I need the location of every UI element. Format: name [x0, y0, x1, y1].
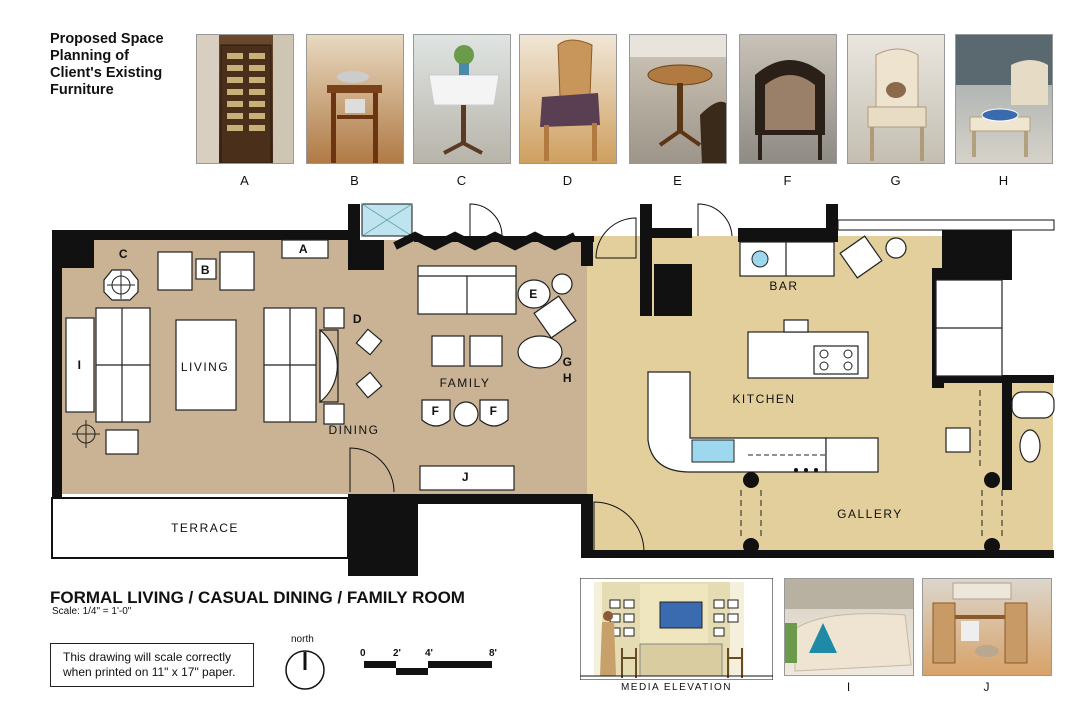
room-label-bar: BAR — [769, 279, 799, 293]
print-note-line-2: when printed on 11" x 17" paper. — [63, 665, 236, 679]
photo-f — [739, 34, 837, 164]
photo-j — [922, 578, 1052, 676]
photo-i — [784, 578, 914, 676]
family-furniture — [417, 265, 577, 491]
media-elevation-label: MEDIA ELEVATION — [620, 682, 733, 693]
photo-label-a: A — [240, 173, 250, 188]
photo-c — [413, 34, 511, 164]
coffee-table — [175, 319, 237, 411]
photo-a — [196, 34, 294, 164]
drawing-title: FORMAL LIVING / CASUAL DINING / FAMILY R… — [50, 588, 465, 607]
room-label-family: FAMILY — [439, 376, 491, 390]
north-label: north — [291, 634, 314, 645]
photo-label-b: B — [350, 173, 360, 188]
room-label-gallery: GALLERY — [837, 507, 903, 521]
tag-f-left: F — [431, 404, 441, 418]
room-label-living: LIVING — [180, 360, 230, 374]
photo-label-c: C — [456, 173, 468, 188]
media-elevation-drawing — [580, 578, 773, 680]
heading-line-2: Planning of — [50, 48, 129, 64]
tag-h: H — [562, 371, 574, 385]
heading-line-3: Client's Existing — [50, 65, 163, 81]
room-label-kitchen: KITCHEN — [732, 392, 796, 406]
photo-g — [847, 34, 945, 164]
photo-b — [306, 34, 404, 164]
photo-label-h: H — [998, 173, 1010, 188]
scale-tick-0: 0 — [360, 648, 366, 659]
tag-b: B — [200, 263, 212, 277]
tag-c: C — [118, 247, 130, 261]
drawing-scale: Scale: 1/4" = 1'-0" — [52, 606, 132, 617]
terrace-outline — [51, 497, 349, 559]
tag-d: D — [352, 312, 364, 326]
tag-i: I — [77, 358, 83, 372]
heading-line-4: Furniture — [50, 82, 114, 98]
scale-tick-4: 4' — [425, 648, 433, 659]
print-note: This drawing will scale correctly when p… — [50, 643, 254, 687]
photo-label-f: F — [783, 173, 793, 188]
photo-d — [519, 34, 617, 164]
scale-tick-8: 8' — [489, 648, 497, 659]
north-arrow-icon — [285, 650, 325, 690]
tag-a: A — [298, 242, 310, 256]
tag-g: G — [562, 355, 574, 369]
tag-j: J — [461, 470, 471, 484]
scale-bar — [364, 661, 492, 675]
scale-tick-2: 2' — [393, 648, 401, 659]
room-label-terrace: TERRACE — [171, 521, 239, 535]
print-note-line-1: This drawing will scale correctly — [63, 650, 232, 664]
room-label-dining: DINING — [328, 423, 380, 437]
tag-e: E — [529, 287, 539, 301]
photo-h — [955, 34, 1053, 164]
photo-label-i: I — [846, 680, 852, 694]
tag-f-right: F — [489, 404, 499, 418]
living-furniture — [65, 239, 383, 455]
heading-line-1: Proposed Space — [50, 31, 164, 47]
photo-label-j: J — [983, 680, 991, 694]
photo-label-e: E — [673, 173, 683, 188]
photo-label-d: D — [562, 173, 574, 188]
page-heading: Proposed Space Planning of Client's Exis… — [50, 31, 190, 99]
photo-e — [629, 34, 727, 164]
photo-label-g: G — [890, 173, 902, 188]
